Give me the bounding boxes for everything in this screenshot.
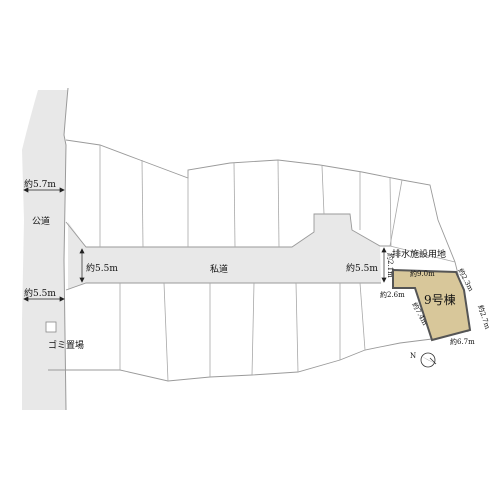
drainage-area-label: 排水施設用地 <box>392 248 446 260</box>
lot-top-dimension: 約9.0m <box>410 269 435 278</box>
public-road-width-top: 約5.7m <box>24 178 56 190</box>
private-road-end-width: 約2.1m <box>386 253 395 278</box>
private-road-outline <box>65 213 391 291</box>
private-road-width-left: 約5.5m <box>86 262 118 274</box>
trash-area-label: ゴミ置場 <box>48 339 84 351</box>
north-label: N <box>410 352 416 360</box>
public-road-edge <box>63 87 69 411</box>
development-boundary <box>48 139 469 382</box>
public-road-width-bottom: 約5.5m <box>24 287 56 299</box>
dimension-lines <box>23 187 387 302</box>
drainage-area-outline <box>389 245 456 263</box>
lot-right-dimension: 約2.7m <box>476 304 492 331</box>
lot-9-label: 9号棟 <box>424 292 456 307</box>
private-road-area <box>68 214 381 290</box>
public-road-area <box>22 90 68 410</box>
private-road-width-right: 約5.5m <box>346 262 378 274</box>
north-arrow-icon <box>420 352 437 368</box>
public-road-label: 公道 <box>32 215 50 227</box>
lot-dividers-south <box>119 282 366 382</box>
lot-9-parcel <box>392 268 472 342</box>
lot-bottom-dimension: 約6.7m <box>450 337 475 346</box>
lot-left-dimension: 約2.6m <box>380 290 405 299</box>
trash-area-box <box>45 321 57 333</box>
lot-dividers-north <box>99 145 403 248</box>
private-road-label: 私道 <box>210 263 228 275</box>
